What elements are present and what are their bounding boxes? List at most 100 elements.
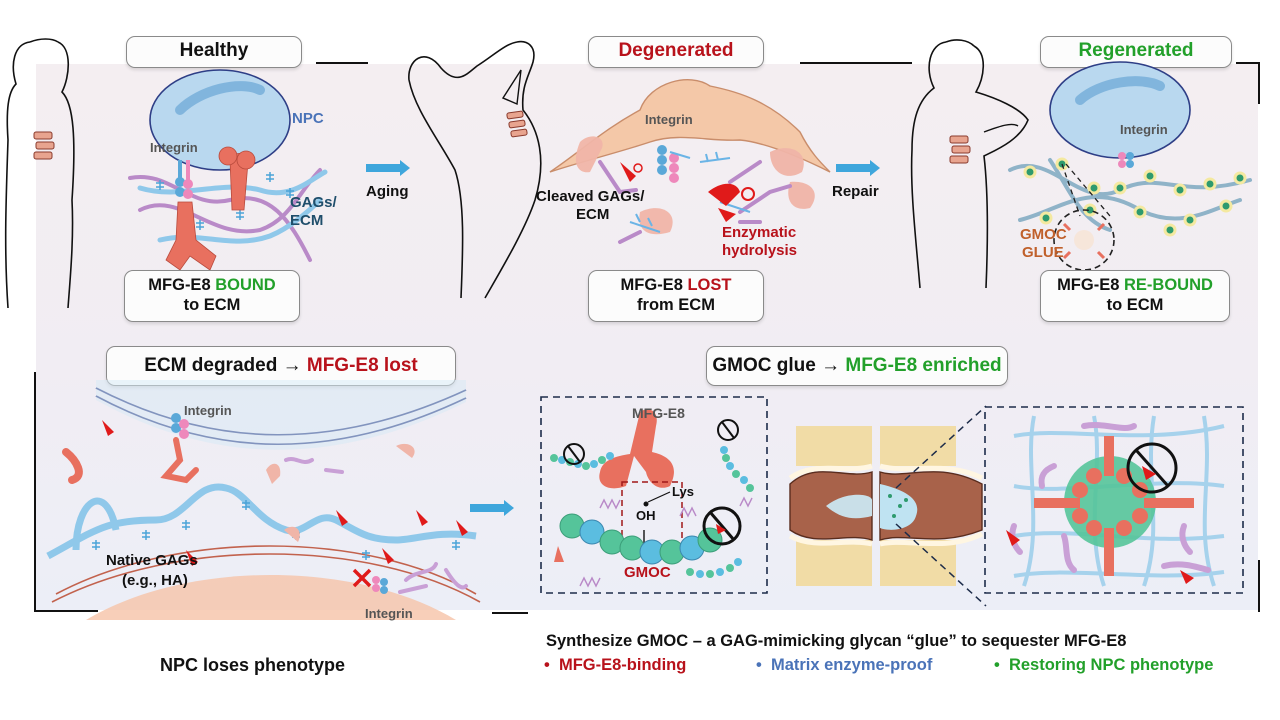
frame-line — [34, 610, 98, 612]
aging-label: Aging — [366, 183, 409, 200]
degenerated-illustration — [549, 79, 831, 244]
bullet-text: Matrix enzyme-proof — [770, 656, 933, 674]
frame-line — [316, 62, 368, 64]
integrin-label: Integrin — [1120, 122, 1168, 137]
bullet-text: Restoring NPC phenotype — [1008, 656, 1214, 674]
npc-loses-phenotype-label: NPC loses phenotype — [160, 655, 346, 675]
bullet-enzyme-proof: • Matrix enzyme-proof — [756, 656, 932, 675]
bullet-dot-icon: • — [994, 656, 1000, 674]
frame-line — [1258, 64, 1260, 104]
integrin-icon — [171, 413, 189, 439]
frame-line — [34, 372, 36, 612]
gmoc-glue-label-line2: GLUE — [1022, 244, 1064, 261]
frame-line — [1236, 62, 1260, 64]
no-scissors-icon — [1126, 442, 1178, 494]
gags-ecm-label-line1: GAGs/ — [290, 194, 337, 211]
stage-title-regenerated: Regenerated — [1040, 36, 1232, 68]
caption-status: RE-BOUND — [1124, 276, 1213, 294]
stage-title-text: Regenerated — [1078, 40, 1194, 61]
bullet-restoring-phenotype: • Restoring NPC phenotype — [994, 656, 1213, 675]
gmoc-protection-inset — [984, 406, 1244, 594]
gmoc-bead-icon — [1023, 157, 1247, 237]
gags-ecm-label-line2: ECM — [290, 212, 324, 229]
integrin-top-label: Integrin — [184, 403, 232, 418]
heading-arrow-icon: → — [282, 355, 302, 376]
caption-prefix: MFG-E8 — [1057, 276, 1120, 294]
caption-status: LOST — [687, 276, 732, 294]
bullet-dot-icon: • — [544, 656, 550, 674]
human-silhouette-degenerated-icon — [408, 40, 542, 299]
integrin-icon — [372, 576, 388, 594]
repair-arrow-icon — [836, 160, 880, 176]
bullet-text: MFG-E8-binding — [558, 656, 687, 674]
gmoc-binding-inset — [540, 396, 768, 594]
ecm-degraded-illustration — [46, 380, 481, 620]
healthy-illustration — [128, 69, 328, 271]
mfg-e8-protein-icon — [599, 409, 674, 489]
frame-line — [800, 62, 912, 64]
frame-line — [1258, 560, 1260, 612]
frame-line — [492, 612, 528, 614]
section-heading-ecm-degraded: ECM degraded → MFG-E8 lost — [106, 346, 456, 386]
degenerated-cell-icon — [549, 79, 831, 173]
summary-line: Synthesize GMOC – a GAG-mimicking glycan… — [546, 632, 1127, 650]
small-chain-icon — [550, 446, 754, 578]
regenerated-illustration — [1008, 61, 1252, 271]
inset-gmoc-label: GMOC — [624, 564, 671, 581]
repair-label: Repair — [832, 183, 879, 200]
spine-disc-illustration — [788, 405, 987, 607]
integrin-icon — [1118, 152, 1134, 168]
human-silhouette-healthy-icon — [4, 38, 75, 309]
heading-suffix: MFG-E8 enriched — [845, 355, 1002, 376]
caption-healthy: MFG-E8 BOUND to ECM — [124, 270, 300, 322]
integrin-icon — [657, 145, 679, 183]
nucleus-pulposus-icon — [826, 494, 872, 519]
scissors-large-icon — [708, 183, 755, 222]
caption-status: BOUND — [215, 276, 276, 294]
mfg-e8-protein-icon — [165, 146, 256, 271]
caption-degenerated: MFG-E8 LOST from ECM — [588, 270, 764, 322]
heading-prefix: ECM degraded — [144, 355, 278, 376]
npc-cell-icon — [1049, 61, 1191, 159]
bullet-mfg-e8-binding: • MFG-E8-binding — [544, 656, 686, 675]
human-silhouette-regenerated-icon — [910, 39, 1029, 289]
npc-label: NPC — [292, 110, 324, 127]
native-gags-label-line2: (e.g., HA) — [122, 572, 188, 589]
scissors-icon — [620, 162, 643, 182]
caption-prefix: MFG-E8 — [148, 276, 211, 294]
gmoc-glue-label-line1: GMOC — [1020, 226, 1067, 243]
cleaved-gags-label-line1: Cleaved GAGs/ — [536, 188, 645, 205]
enzymatic-label-line2: hydrolysis — [722, 242, 798, 259]
caption-prefix: MFG-E8 — [620, 276, 683, 294]
stage-title-healthy: Healthy — [126, 36, 302, 68]
integrin-icon — [175, 160, 193, 199]
blocked-x-icon — [352, 568, 372, 588]
stage-title-text: Healthy — [179, 40, 249, 61]
stage-title-degenerated: Degenerated — [588, 36, 764, 68]
npc-cell-icon — [149, 69, 291, 171]
native-gags-label-line1: Native GAGs — [106, 552, 198, 569]
integrin-label: Integrin — [645, 112, 693, 127]
aging-arrow-icon — [366, 160, 410, 176]
caption-line2: to ECM — [1106, 296, 1164, 314]
enzymatic-label-line1: Enzymatic — [722, 224, 797, 241]
inset-oh-label: OH — [636, 508, 656, 523]
scissors-icon — [1006, 530, 1194, 584]
heading-prefix: GMOC glue — [712, 355, 816, 376]
integrin-label: Integrin — [150, 140, 198, 155]
stage-title-text: Degenerated — [618, 40, 734, 61]
no-scissors-icon — [563, 419, 742, 546]
bottom-arrow-icon — [470, 500, 514, 516]
mfg-e8-protein-icon — [1034, 436, 1194, 576]
inset-lys-label: Lys — [672, 484, 694, 499]
integrin-bottom-label: Integrin — [365, 606, 413, 621]
heading-suffix: MFG-E8 lost — [306, 355, 418, 376]
bullet-dot-icon: • — [756, 656, 762, 674]
scissors-icon — [102, 420, 468, 566]
caption-line2: from ECM — [637, 296, 715, 314]
inset-mfg-e8-label: MFG-E8 — [632, 405, 685, 421]
cleaved-gags-label-line2: ECM — [576, 206, 610, 223]
section-heading-gmoc-glue: GMOC glue → MFG-E8 enriched — [706, 346, 1008, 386]
caption-regenerated: MFG-E8 RE-BOUND to ECM — [1040, 270, 1230, 322]
heading-arrow-icon: → — [821, 355, 841, 376]
